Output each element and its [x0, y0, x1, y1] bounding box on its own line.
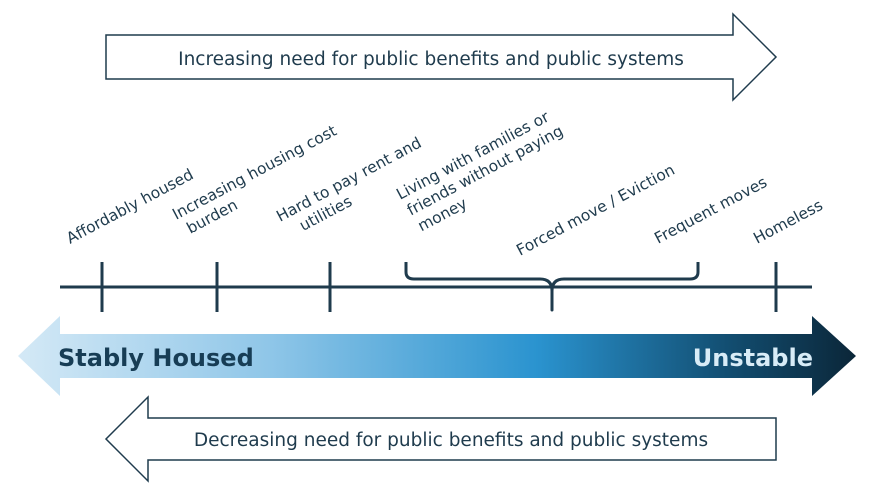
decreasing-need-label: Decreasing need for public benefits and …: [194, 430, 708, 451]
decreasing-need-arrow-shape: [104, 395, 777, 483]
stably-housed-label: Stably Housed: [58, 344, 254, 372]
stage-label-living-with-family: Living with families or friends without …: [393, 103, 579, 237]
unstable-label: Unstable: [693, 344, 813, 372]
timeline: [60, 262, 812, 312]
increasing-need-arrow-shape: [105, 12, 778, 102]
stability-spectrum-arrow: [18, 316, 856, 396]
increasing-need-arrow: Increasing need for public benefits and …: [105, 12, 778, 102]
stage-labels: Affordably housed Increasing housing cos…: [63, 103, 825, 260]
stage-label-homeless: Homeless: [750, 196, 825, 247]
stage-label-forced-move: Forced move / Eviction: [513, 161, 677, 260]
increasing-need-label: Increasing need for public benefits and …: [178, 49, 684, 70]
decreasing-need-arrow: Decreasing need for public benefits and …: [104, 395, 777, 483]
grouping-brace: [404, 262, 700, 312]
stability-spectrum-band: Stably Housed Unstable: [18, 316, 856, 396]
